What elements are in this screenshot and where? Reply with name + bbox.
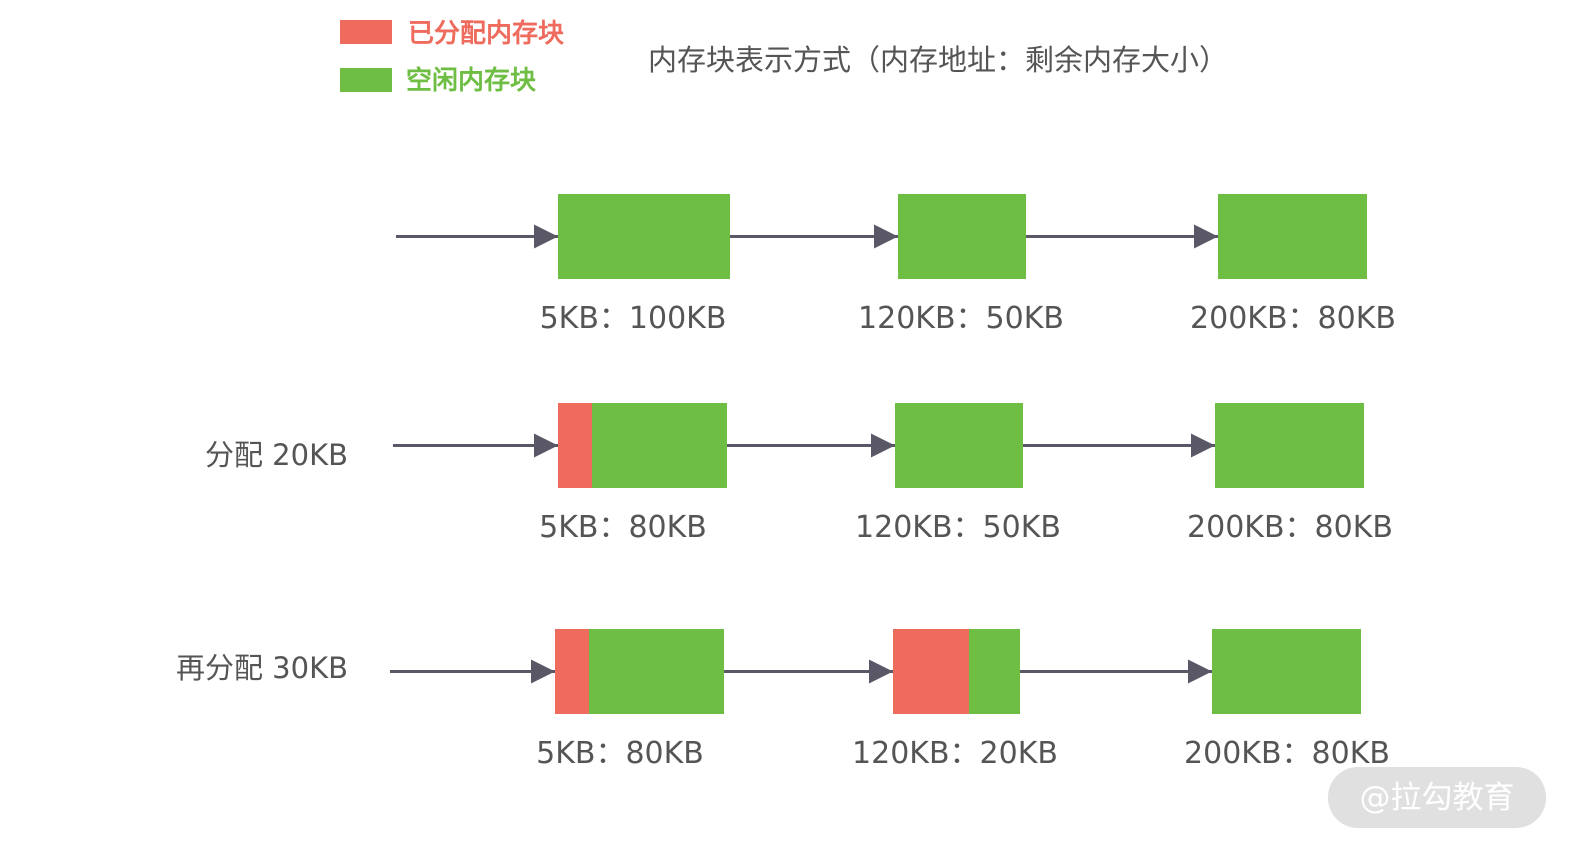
free-segment xyxy=(592,403,727,488)
block-label: 5KB：80KB xyxy=(539,510,707,545)
memory-block xyxy=(558,403,727,488)
block-label: 200KB：80KB xyxy=(1190,301,1396,336)
free-segment xyxy=(558,194,730,279)
memory-block xyxy=(895,403,1023,488)
memory-row-2: 分配 20KB 5KB：80KB 120KB：50KB 200KB：80KB xyxy=(205,403,1393,545)
block-label: 5KB：100KB xyxy=(540,301,727,336)
allocated-segment xyxy=(893,629,969,714)
free-segment xyxy=(1218,194,1367,279)
free-segment xyxy=(1212,629,1361,714)
memory-block xyxy=(555,629,724,714)
free-segment xyxy=(1215,403,1364,488)
legend: 已分配内存块 空闲内存块 xyxy=(340,19,564,96)
free-segment xyxy=(969,629,1020,714)
legend-allocated-label: 已分配内存块 xyxy=(408,19,564,49)
block-label: 120KB：50KB xyxy=(858,301,1064,336)
memory-block xyxy=(898,194,1026,279)
watermark-pill xyxy=(1328,767,1546,828)
row-label: 分配 20KB xyxy=(205,438,348,472)
legend-free-swatch xyxy=(340,68,392,92)
memory-row-3: 再分配 30KB 5KB：80KB 120KB：20KB 200KB：80KB xyxy=(176,629,1390,771)
free-segment xyxy=(898,194,1026,279)
block-label: 200KB：80KB xyxy=(1184,736,1390,771)
free-segment xyxy=(895,403,1023,488)
diagram-title: 内存块表示方式（内存地址：剩余内存大小） xyxy=(648,43,1228,77)
free-segment xyxy=(589,629,724,714)
memory-block xyxy=(558,194,730,279)
legend-allocated-swatch xyxy=(340,20,392,44)
memory-row-1: 5KB：100KB 120KB：50KB 200KB：80KB xyxy=(396,194,1396,336)
memory-block xyxy=(1218,194,1367,279)
allocated-segment xyxy=(558,403,592,488)
watermark: @拉勾教育 xyxy=(1328,767,1546,828)
memory-rows: 5KB：100KB 120KB：50KB 200KB：80KB 分配 20KB 5KB：… xyxy=(176,194,1396,771)
allocated-segment xyxy=(555,629,589,714)
memory-block xyxy=(893,629,1020,714)
row-label: 再分配 30KB xyxy=(176,651,348,685)
block-label: 120KB：20KB xyxy=(852,736,1058,771)
memory-block xyxy=(1215,403,1364,488)
block-label: 200KB：80KB xyxy=(1187,510,1393,545)
block-label: 5KB：80KB xyxy=(536,736,704,771)
block-label: 120KB：50KB xyxy=(855,510,1061,545)
watermark-text: @拉勾教育 xyxy=(1360,780,1515,816)
legend-free-label: 空闲内存块 xyxy=(406,65,536,96)
memory-block xyxy=(1212,629,1361,714)
